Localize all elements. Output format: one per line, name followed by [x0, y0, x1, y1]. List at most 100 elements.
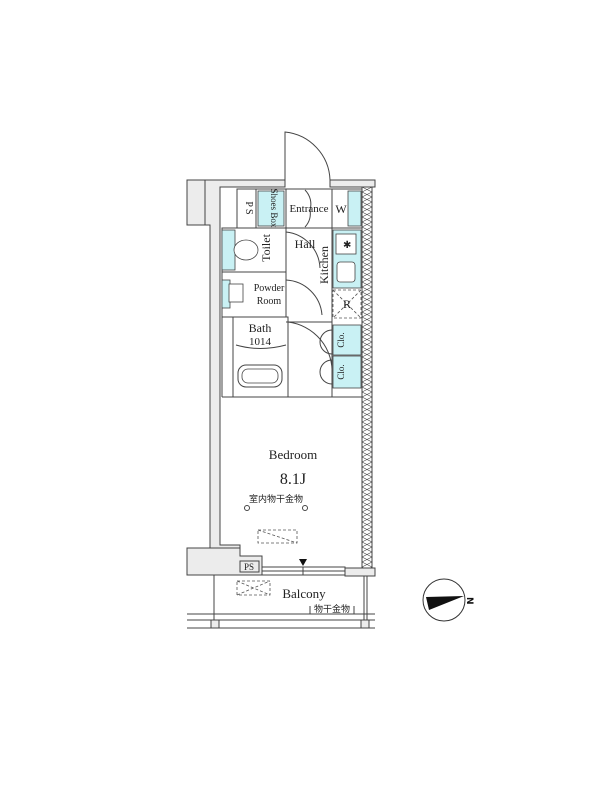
hatch-mark	[361, 376, 373, 383]
label-hall: Hall	[295, 237, 316, 251]
washer-space	[347, 190, 362, 227]
hatch-mark	[361, 296, 373, 303]
burner-icon: ✱	[343, 240, 351, 251]
label-ps-bottom: PS	[244, 562, 254, 572]
hatch-mark	[361, 541, 373, 548]
hatch-mark	[361, 551, 373, 558]
hatch-mark	[361, 291, 373, 298]
closet-1	[332, 324, 362, 356]
label-powder: Powder	[254, 283, 285, 294]
label-entrance: Entrance	[289, 203, 328, 215]
hatch-mark	[361, 556, 373, 563]
hatch-mark	[361, 546, 373, 553]
label-bedroom: Bedroom	[269, 447, 317, 462]
toilet-tank	[221, 229, 236, 271]
hatch-mark	[361, 436, 373, 443]
hatch-mark	[361, 241, 373, 248]
hatch-mark	[361, 361, 373, 368]
ps-bottom-box	[239, 560, 260, 573]
label-room: Room	[257, 296, 282, 307]
label-bath: Bath	[249, 321, 272, 335]
hatch-mark	[361, 481, 373, 488]
hatch-mark	[361, 466, 373, 473]
hatch-mark	[361, 336, 373, 343]
label-ps-top: P S	[243, 201, 254, 214]
closet-2	[332, 355, 362, 389]
hatch-mark	[361, 446, 373, 453]
hatch-mark	[361, 511, 373, 518]
hatch-mark	[361, 431, 373, 438]
window-marker-icon	[299, 559, 307, 566]
hatch-mark	[361, 281, 373, 288]
outer-wall-bottom-left	[186, 547, 263, 576]
hatch-mark	[361, 501, 373, 508]
label-drying-hardware: 物干金物	[314, 603, 350, 614]
hatch-mark	[361, 516, 373, 523]
compass-north-label: N	[464, 597, 474, 605]
hatch-mark	[361, 311, 373, 318]
kitchen-sink	[336, 261, 356, 283]
label-kitchen: Kitchen	[317, 246, 331, 284]
hatch-mark	[361, 461, 373, 468]
hatch-mark	[361, 306, 373, 313]
compass: N	[422, 578, 474, 622]
hatch-mark	[361, 216, 373, 223]
hatch-mark	[361, 486, 373, 493]
hatch-mark	[361, 521, 373, 528]
label-shoes-box: Shoes Box	[269, 189, 279, 228]
hatch-mark	[361, 401, 373, 408]
hatch-mark	[361, 536, 373, 543]
hatch-mark	[361, 211, 373, 218]
hatch-mark	[361, 356, 373, 363]
label-toilet: Toilet	[259, 233, 273, 261]
hatch-mark	[361, 496, 373, 503]
refrigerator-space	[332, 289, 362, 319]
bathtub	[237, 364, 283, 388]
label-closet-1: Clo.	[336, 332, 346, 347]
outdoor-unit	[236, 580, 271, 596]
outer-wall-bottom-right	[344, 567, 376, 577]
hatch-mark	[361, 201, 373, 208]
hatch-mark	[361, 491, 373, 498]
drying-hook-right	[302, 505, 308, 511]
balcony-railing	[187, 575, 375, 629]
aircon-unit	[257, 529, 298, 544]
outer-wall-top-right	[329, 179, 376, 188]
hatch-mark	[361, 206, 373, 213]
wall-pillar	[186, 179, 206, 226]
hatch-mark	[361, 251, 373, 258]
hatch-mark	[361, 381, 373, 388]
label-bath-size: 1014	[249, 336, 272, 348]
hatch-mark	[361, 246, 373, 253]
hatch-mark	[361, 186, 373, 193]
hatch-mark	[361, 406, 373, 413]
balcony-window[interactable]	[261, 566, 346, 576]
hatch-mark	[361, 506, 373, 513]
label-balcony: Balcony	[282, 586, 326, 601]
entrance-door[interactable]	[284, 131, 331, 187]
hatch-mark	[361, 456, 373, 463]
hatch-mark	[361, 476, 373, 483]
hatch-mark	[361, 221, 373, 228]
hatch-mark	[361, 371, 373, 378]
hatch-mark	[361, 471, 373, 478]
hatch-mark	[361, 351, 373, 358]
hatch-mark	[361, 426, 373, 433]
hatch-mark	[361, 326, 373, 333]
hatch-mark	[361, 416, 373, 423]
hatch-mark	[361, 341, 373, 348]
hatch-mark	[361, 321, 373, 328]
hatch-mark	[361, 386, 373, 393]
powder-basin	[228, 283, 244, 303]
hatch-mark	[361, 236, 373, 243]
hatch-mark	[361, 276, 373, 283]
hatch-mark	[361, 256, 373, 263]
hatch-mark	[361, 316, 373, 323]
compass-arrow-icon	[426, 596, 464, 610]
hatch-mark	[361, 191, 373, 198]
hatch-mark	[361, 226, 373, 233]
hatch-mark	[361, 526, 373, 533]
hatch-pattern	[361, 186, 373, 573]
label-w: W	[335, 202, 347, 216]
